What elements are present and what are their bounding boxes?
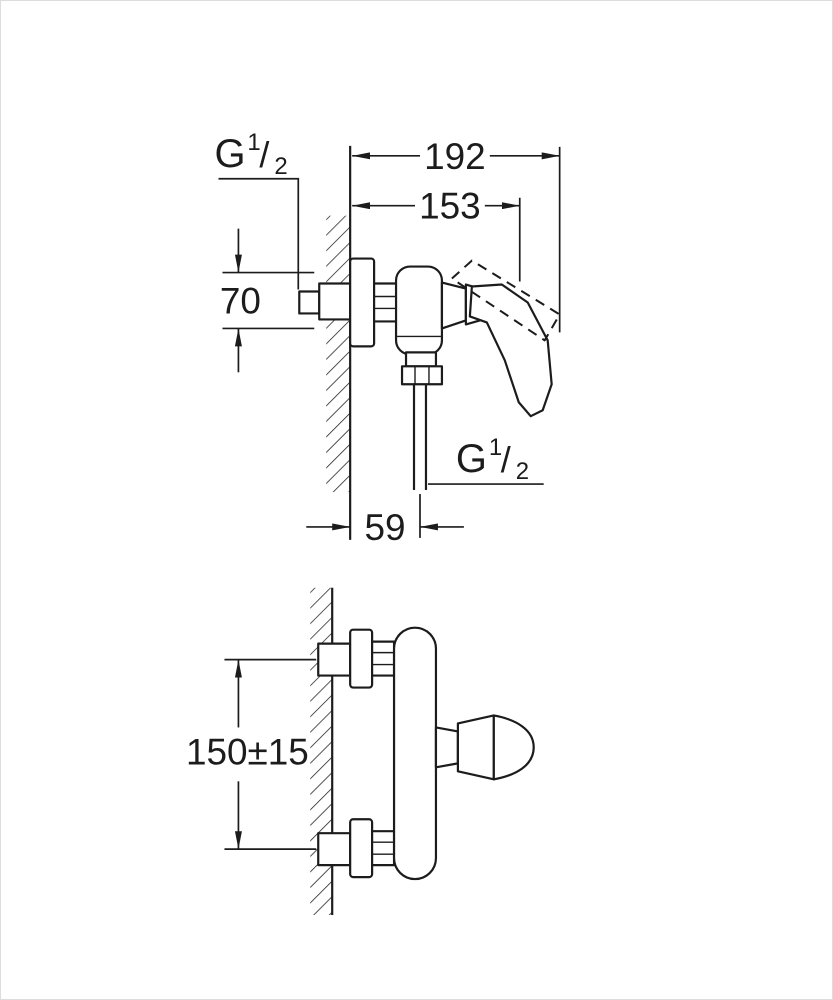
outlet-thread-denominator: 2 [516, 458, 529, 485]
inlet-thread-label: G 1 / 2 [214, 129, 287, 180]
inlet-thread-prefix: G [214, 132, 245, 176]
handle-knob [492, 714, 535, 781]
outlet-thread-label: G 1 / 2 [456, 434, 529, 485]
dimension-overall-depth: 192 [352, 136, 561, 333]
outlet-thread-prefix: G [456, 437, 487, 481]
dimension-connection-spacing: 150±15 [186, 658, 317, 851]
mixer-body [392, 626, 438, 881]
bottom-supply-union-nut [317, 832, 352, 867]
outlet-nut [400, 365, 444, 386]
dimension-value-153: 153 [419, 186, 481, 227]
handle-neck [434, 726, 459, 769]
lever-handle [468, 283, 553, 418]
mixer-front-projection [317, 626, 535, 881]
inlet-thread-numerator: 1 [247, 129, 260, 156]
dimension-value-70: 70 [220, 280, 261, 321]
lever-handle-alternate-position [450, 259, 561, 342]
inlet-thread-leader [218, 177, 300, 290]
dimension-inlet-height: 70 [220, 228, 315, 373]
bottom-connection-hex-nut [371, 830, 396, 867]
inlet-thread-slash: / [259, 134, 269, 175]
top-connection-hex-nut [371, 640, 396, 677]
dimension-value-192: 192 [424, 136, 486, 177]
wall-hatch [326, 215, 351, 493]
dimension-outlet-offset: 59 [306, 494, 464, 548]
bottom-escutcheon [349, 818, 374, 879]
wall-escutcheon [349, 257, 376, 348]
cartridge-cone [440, 281, 467, 330]
dimension-value-150: 150±15 [186, 731, 309, 772]
dimension-value-59: 59 [365, 507, 406, 548]
supply-union-nut [318, 282, 352, 321]
inlet-thread-denominator: 2 [274, 153, 287, 180]
outlet-thread-slash: / [501, 439, 511, 480]
top-escutcheon [349, 628, 374, 689]
outlet-thread-numerator: 1 [489, 434, 502, 461]
handle-cone [456, 714, 495, 781]
dimension-body-depth: 153 [352, 186, 521, 282]
mixer-body [394, 265, 444, 356]
mixer-side-projection [298, 257, 561, 491]
side-view: G 1 / 2 192 153 70 [214, 129, 561, 548]
top-supply-union-nut [317, 642, 352, 677]
connection-hex-nut [373, 282, 400, 323]
front-view: 150±15 [186, 587, 535, 916]
outlet-boss [404, 351, 438, 368]
supply-pipe-stub [298, 290, 321, 315]
